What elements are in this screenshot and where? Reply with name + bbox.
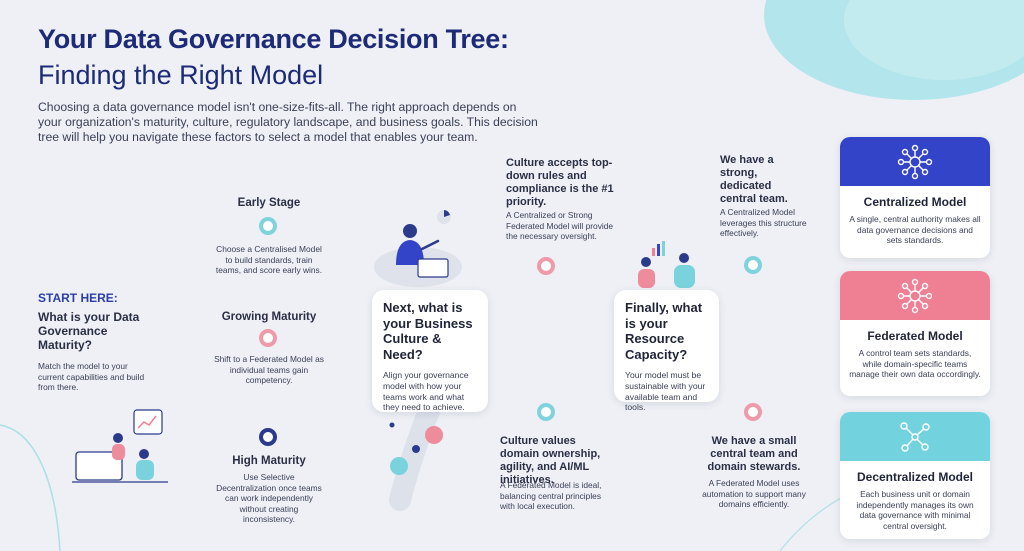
resource-desc: Your model must be sustainable with your…	[625, 370, 706, 413]
maturity-high-marker	[259, 428, 277, 446]
maturity-growing-marker	[259, 329, 277, 347]
maturity-high-title: High Maturity	[232, 455, 306, 467]
federated-model-header	[840, 271, 990, 320]
network-nodes-icon	[900, 421, 930, 452]
decentralized-model-name: Decentralized Model	[856, 470, 974, 484]
team-pair-illustration	[638, 241, 695, 288]
centralized-model-header	[840, 137, 990, 186]
culture-question: Next, what is your Business Culture & Ne…	[383, 300, 473, 362]
federated-model-card: Federated Model A control team sets stan…	[840, 271, 990, 396]
network-hub-icon	[897, 144, 933, 179]
centralized-model-name: Centralized Model	[863, 195, 967, 209]
decentralized-model-header	[840, 412, 990, 461]
culture-option-topdown-desc: A Centralized or Strong Federated Model …	[506, 210, 614, 241]
federated-model-desc: A control team sets standards, while dom…	[849, 348, 981, 379]
presenter-illustration	[374, 210, 462, 287]
culture-option-domain-title: Culture values domain ownership, agility…	[500, 435, 601, 486]
resource-question: Finally, what is your Resource Capacity?	[625, 300, 703, 362]
page-subtitle: Finding the Right Model	[38, 60, 324, 90]
culture-desc: Align your governance model with how you…	[383, 370, 469, 413]
start-desc: Match the model to your current capabili…	[38, 361, 145, 392]
resource-option-small-desc: A Federated Model uses automation to sup…	[702, 478, 806, 509]
resource-option-strong-title: We have a strong, dedicated central team…	[720, 154, 788, 205]
start-question: What is your Data Governance Maturity?	[38, 310, 140, 352]
network-hub-icon	[897, 278, 933, 313]
maturity-early-desc: Choose a Centralised Model to build stan…	[215, 244, 323, 275]
maturity-high-desc: Use Selective Decentralization once team…	[216, 472, 322, 524]
resource-question-card: Finally, what is your Resource Capacity?…	[614, 290, 719, 412]
centralized-model-desc: A single, central authority makes all da…	[849, 214, 981, 245]
culture-option-domain-marker	[537, 403, 555, 421]
maturity-growing-title: Growing Maturity	[221, 311, 317, 323]
centralized-model-card: Centralized Model A single, central auth…	[840, 137, 990, 258]
federated-model-name: Federated Model	[867, 329, 963, 343]
decentralized-model-desc: Each business unit or domain independent…	[856, 489, 974, 531]
culture-option-topdown-title: Culture accepts top-down rules and compl…	[506, 157, 614, 208]
resource-option-strong-marker	[744, 256, 762, 274]
decentralized-model-card: Decentralized Model Each business unit o…	[840, 412, 990, 539]
team-illustration	[72, 409, 168, 483]
intro-text: Choosing a data governance model isn't o…	[38, 100, 538, 144]
resource-option-small-title: We have a small central team and domain …	[707, 435, 801, 473]
culture-option-domain-desc: A Federated Model is ideal, balancing ce…	[500, 480, 602, 511]
resource-option-strong-desc: A Centralized Model leverages this struc…	[720, 207, 807, 238]
start-label: START HERE:	[38, 291, 118, 305]
maturity-early-marker	[259, 217, 277, 235]
maturity-early-title: Early Stage	[237, 197, 301, 209]
page-title: Your Data Governance Decision Tree:	[38, 24, 509, 54]
maturity-growing-desc: Shift to a Federated Model as individual…	[214, 354, 324, 385]
culture-option-topdown-marker	[537, 257, 555, 275]
culture-question-card: Next, what is your Business Culture & Ne…	[372, 290, 488, 412]
resource-option-small-marker	[744, 403, 762, 421]
